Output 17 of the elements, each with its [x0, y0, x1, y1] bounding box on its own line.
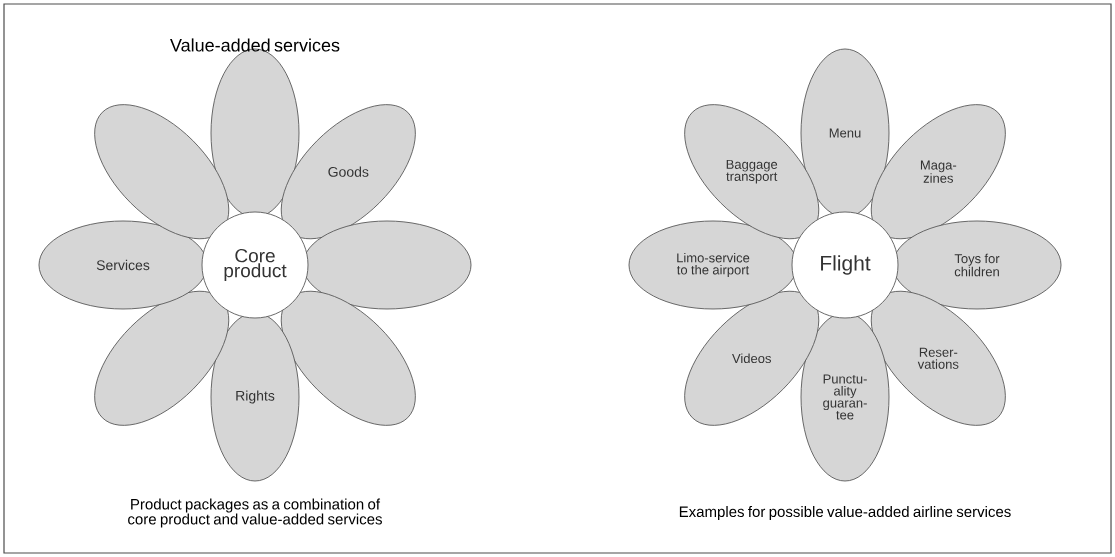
petal: Punctu- ality guaran- tee — [800, 312, 890, 482]
petal — [94, 290, 230, 426]
petal — [94, 104, 230, 240]
caption: Product packages as a combination of core product and value-added services — [128, 498, 382, 528]
petal: Reser- vations — [870, 290, 1006, 426]
petal: Videos — [684, 290, 820, 426]
petal: Services — [38, 220, 208, 310]
heading: Value-added services — [170, 38, 340, 52]
caption: Examples for possible value-added airline services — [679, 506, 1011, 520]
petal: Maga- zines — [870, 104, 1006, 240]
petal: Limo-service to the airport — [628, 220, 798, 310]
petal: Toys for children — [892, 220, 1062, 310]
petal: Menu — [800, 48, 890, 218]
petal: Rights — [210, 312, 300, 482]
petal — [280, 290, 416, 426]
petal: Baggage transport — [684, 104, 820, 240]
petal: Goods — [280, 104, 416, 240]
